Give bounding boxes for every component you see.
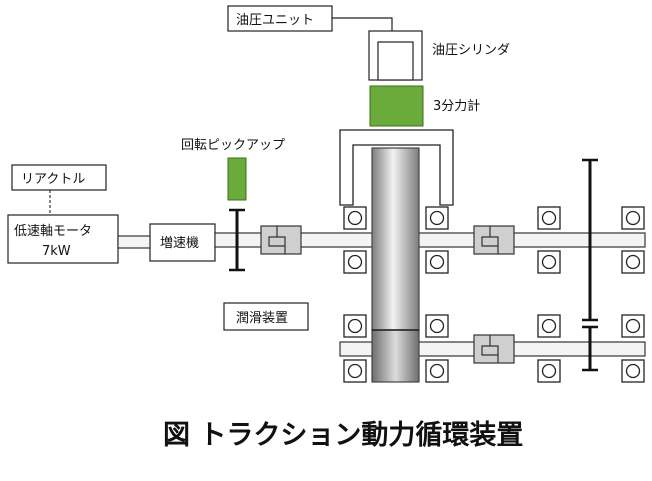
coupling-upper-right bbox=[473, 225, 515, 255]
bearing bbox=[537, 359, 561, 383]
bearing bbox=[537, 314, 561, 338]
cylinder-piston bbox=[377, 41, 414, 81]
left-disk bbox=[229, 208, 245, 272]
hydraulic-cylinder: 油圧シリンダ bbox=[368, 30, 510, 81]
gearbox-box bbox=[149, 223, 216, 262]
reactor-label: リアクトル bbox=[21, 172, 85, 187]
bearing bbox=[621, 206, 645, 230]
motor-power-label: 7kW bbox=[42, 244, 71, 259]
coupling-lower bbox=[473, 334, 515, 364]
lubrication-box bbox=[223, 302, 309, 331]
hydraulic-unit-box bbox=[227, 5, 333, 32]
lubrication-label: 潤滑装置 bbox=[236, 311, 288, 326]
figure-caption: 図 トラクション動力循環装置 bbox=[163, 420, 523, 451]
bearing bbox=[343, 314, 367, 338]
upper-shaft bbox=[214, 232, 646, 248]
motor-box bbox=[7, 214, 119, 264]
bearing bbox=[425, 206, 449, 230]
lower-roller bbox=[371, 329, 420, 383]
force-meter-label: 3分力計 bbox=[433, 98, 480, 114]
bearing bbox=[343, 250, 367, 274]
bearing bbox=[621, 359, 645, 383]
bearing bbox=[343, 206, 367, 230]
reactor-box bbox=[11, 164, 107, 191]
hydraulic-cylinder-label: 油圧シリンダ bbox=[432, 43, 510, 58]
load-frame bbox=[339, 129, 454, 206]
coupling-upper-left bbox=[260, 225, 302, 255]
bearing bbox=[343, 359, 367, 383]
bearing bbox=[537, 250, 561, 274]
rotation-pickup-label: 回転ピックアップ bbox=[181, 138, 285, 153]
bearing bbox=[537, 206, 561, 230]
upper-roller bbox=[371, 147, 420, 331]
bearing bbox=[621, 314, 645, 338]
force-meter bbox=[369, 85, 424, 127]
motor-shaft bbox=[117, 235, 151, 249]
right-disk bbox=[582, 158, 598, 372]
hydraulic-unit: 油圧ユニット bbox=[227, 5, 333, 32]
motor-label: 低速軸モータ bbox=[14, 224, 92, 239]
gearbox-label: 増速機 bbox=[160, 236, 199, 251]
hydraulic-unit-label: 油圧ユニット bbox=[236, 13, 314, 28]
bearing bbox=[621, 250, 645, 274]
bearing bbox=[425, 314, 449, 338]
bearing bbox=[425, 359, 449, 383]
hydraulic-line bbox=[332, 17, 393, 31]
bearing bbox=[425, 250, 449, 274]
rotation-pickup bbox=[227, 157, 247, 201]
